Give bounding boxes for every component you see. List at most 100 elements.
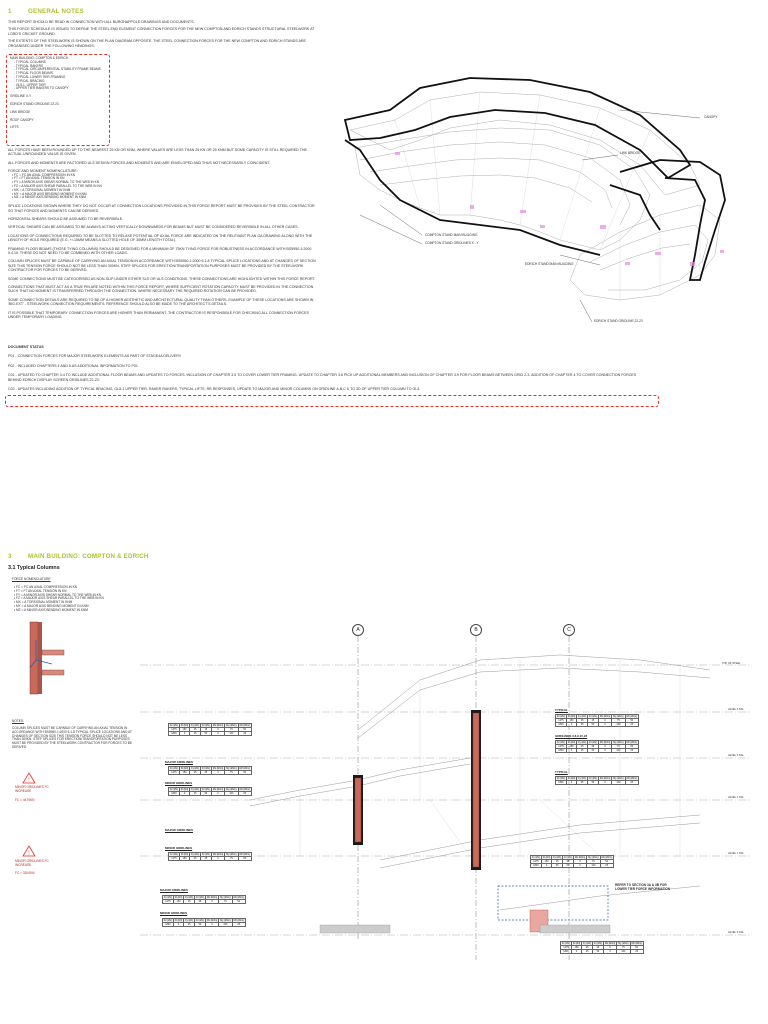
table-header-cell: Fc (kN): [168, 766, 180, 771]
table-header-cell: Ft (kN): [178, 787, 191, 792]
force-nomenclature-heading: FORCE NOMENCLATURE: [12, 577, 51, 581]
list-item: LINK BRIDGE: [10, 109, 31, 114]
table-header-cell: Ft (kN): [570, 941, 583, 946]
table-cell: 1475: [162, 899, 174, 904]
level-label: TOP OF STEEL: [722, 662, 741, 665]
table-header-cell: Mz (kNm): [629, 941, 644, 946]
table-header-cell: Fy (kN): [183, 895, 195, 900]
force-table: Fc (kN)Ft (kN)Fy (kN)Fz (kN)Mx (kNm)My (…: [168, 723, 252, 736]
warning-2-value: Fc = 3200kN: [15, 871, 35, 875]
table-header-cell: My (kNm): [224, 766, 239, 771]
note-paragraph: LOCATIONS OF CONNECTIONS REQUIRED TO BE …: [8, 233, 313, 243]
table-cell: 50: [237, 770, 252, 775]
nomenclature-item: • Mz = A MINOR AXIS BENDING MOMENT IN kN…: [14, 607, 88, 612]
table-header-cell: Mz (kNm): [231, 918, 246, 923]
plan-label-canopy: CANOPY: [704, 115, 718, 119]
force-table: Fc (kN)Ft (kN)Fy (kN)Fz (kN)Mx (kNm)My (…: [555, 714, 639, 727]
table-cell: 75: [224, 770, 239, 775]
table-cell: 1800: [162, 922, 174, 927]
table-header-cell: Ft (kN): [178, 852, 191, 857]
section-1-number: 1: [8, 8, 12, 15]
svg-text:!: !: [28, 778, 29, 784]
table-cell: 1800: [555, 748, 567, 753]
table-cell: 150: [178, 770, 191, 775]
list-item: - TYPICAL FLOOR BEAMS: [14, 71, 53, 76]
table-cell: 0: [210, 770, 226, 775]
status-heading: DOCUMENT STATUS: [8, 345, 44, 349]
table-cell: 50: [231, 899, 246, 904]
table-header-cell: Mx (kNm): [210, 787, 226, 792]
table-header-cell: Fz (kN): [562, 855, 574, 860]
note-paragraph: SOME CONNECTION DETAILS ARE REQUIRED TO …: [8, 297, 314, 307]
table-cell: 75: [218, 899, 233, 904]
list-item: - TYPICAL BRACING: [14, 78, 45, 83]
table-cell: 0: [210, 731, 226, 736]
table-cell: 0: [172, 922, 185, 927]
column-3d-sketch: [29, 621, 65, 695]
nomenclature-item: • Ft = Ft AN AXIAL TENSION IN kN: [14, 588, 67, 593]
document-status: DOCUMENT STATUS P01 - CONNECTION FORCES …: [8, 345, 760, 391]
note-paragraph: FORCE AND MOMENT NOMENCLATURE:: [8, 169, 78, 174]
table-cell: 25: [189, 731, 201, 736]
table-cell: 25: [200, 856, 212, 861]
table-cell: 25: [576, 748, 588, 753]
table-cell: 1800: [555, 780, 567, 785]
table-cell: 50: [194, 922, 206, 927]
table-header-cell: Fz (kN): [587, 714, 599, 719]
force-table: Fc (kN)Ft (kN)Fy (kN)Fz (kN)Mx (kNm)My (…: [162, 918, 246, 927]
nomenclature-item: • My = A MAJOR AXIS BENDING MOMENT IN kN…: [14, 603, 89, 608]
grid-bubble-b: B: [470, 624, 482, 636]
table-header-cell: Mx (kNm): [572, 855, 588, 860]
table-header-cell: Fc (kN): [560, 941, 572, 946]
note-paragraph: SOME CONNECTIONS MUST BE CATEGORISED AS …: [8, 276, 316, 281]
table-header-cell: My (kNm): [611, 776, 626, 781]
note-paragraph: VERTICAL SHEARS CAN BE ASSUMED TO BE ALW…: [8, 225, 299, 230]
intro-paragraph: THIS FORCE SCHEDULE IS ISSUED TO DEFINE …: [8, 27, 315, 36]
table-cell: 150: [172, 899, 185, 904]
list-item: ROOF CANOPY: [10, 117, 34, 122]
level-label: LEVEL 3 SSL: [728, 754, 744, 757]
table-cell: 0: [570, 949, 583, 954]
table-cell: 75: [224, 856, 239, 861]
table-cell: 25: [624, 722, 639, 727]
plan-label-edrich-main: EDRICH STAND MAIN BUILDING: [525, 262, 574, 266]
note-paragraph: CONNECTIONS THAT MUST ACT AS A TRUE PIN …: [8, 285, 314, 294]
table-cell: 150: [178, 856, 191, 861]
force-table: Fc (kN)Ft (kN)Fy (kN)Fz (kN)Mx (kNm)My (…: [555, 776, 639, 785]
table-header-cell: Fc (kN): [168, 852, 180, 857]
level-label: LEVEL 4 SSL: [728, 708, 744, 711]
table-header-cell: Mz (kNm): [231, 895, 246, 900]
table-header-cell: My (kNm): [218, 918, 233, 923]
force-table: Fc (kN)Ft (kN)Fy (kN)Fz (kN)Mx (kNm)My (…: [168, 852, 252, 861]
table-header-cell: Mz (kNm): [624, 776, 639, 781]
intro-paragraphs: THIS REPORT SHOULD BE READ IN CONNECTION…: [8, 20, 318, 48]
note-paragraph: HORIZONTAL SHEARS SHOULD BE ASSUMED TO B…: [8, 217, 124, 222]
table-header-cell: Fy (kN): [576, 776, 588, 781]
table-header-cell: My (kNm): [611, 740, 626, 745]
table-cell: 0: [565, 780, 578, 785]
force-nomenclature-list: • Fc = Fc AN AXIAL COMPRESSION IN kN • F…: [14, 585, 104, 613]
table-cell: 25: [551, 863, 563, 868]
table-cell: 1800: [168, 731, 180, 736]
table-header-cell: Fc (kN): [555, 776, 567, 781]
status-item: P02 - INCLUDED CHAPTERS 4 AND 5 AS ADDIT…: [8, 363, 138, 368]
table-cell: 0: [597, 722, 613, 727]
table-label-major-3: MAJOR GRIDLINES: [160, 888, 189, 892]
table-cell: 0: [178, 791, 191, 796]
table-header-cell: Fy (kN): [189, 766, 201, 771]
level-label: LEVEL 2 SSL: [728, 796, 744, 799]
note-bullet: • Fc = FC AN AXIAL COMPRESSION IN kN: [12, 172, 76, 177]
table-header-cell: Mz (kNm): [237, 852, 252, 857]
list-item: GRIDLINE X-Y: [10, 94, 32, 99]
table-header-cell: Fz (kN): [200, 852, 212, 857]
table-header-cell: Fz (kN): [200, 787, 212, 792]
table-cell: 0: [572, 863, 588, 868]
note-paragraph: IT IS POSSIBLE THAT TEMPORARY CONNECTION…: [8, 310, 309, 320]
